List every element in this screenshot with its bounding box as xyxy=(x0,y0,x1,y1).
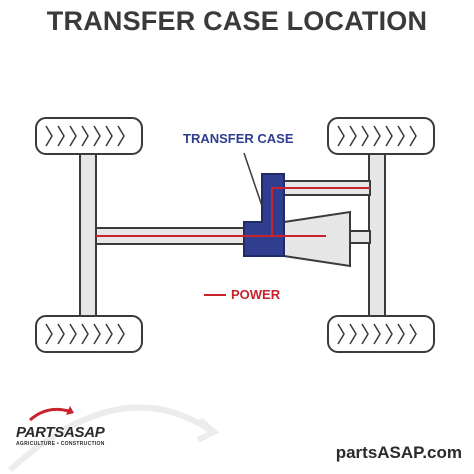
tire-front-right xyxy=(327,117,435,155)
transfer-case-label: TRANSFER CASE xyxy=(183,131,294,146)
transfer-case xyxy=(243,173,285,257)
transfer-case-pointer xyxy=(243,152,263,207)
decorative-arrowhead xyxy=(196,417,220,443)
left-frame-rail xyxy=(79,149,97,331)
power-line-front xyxy=(271,187,370,236)
power-legend-line xyxy=(204,294,226,296)
tire-rear-right xyxy=(327,315,435,353)
transmission xyxy=(283,210,351,268)
tire-front-left xyxy=(35,117,143,155)
brand-logo-text: PARTSASAP xyxy=(16,424,105,441)
logo-mark xyxy=(29,406,74,422)
output-shaft xyxy=(347,230,371,244)
decorative-swoosh xyxy=(7,404,212,473)
diagram-title: TRANSFER CASE LOCATION xyxy=(46,6,428,36)
brand-logo-subtext: AGRICULTURE • CONSTRUCTION xyxy=(16,441,105,447)
website-url[interactable]: partsASAP.com xyxy=(335,443,462,462)
tire-rear-left xyxy=(35,315,143,353)
power-label: POWER xyxy=(231,287,281,302)
right-frame-rail xyxy=(368,149,386,331)
